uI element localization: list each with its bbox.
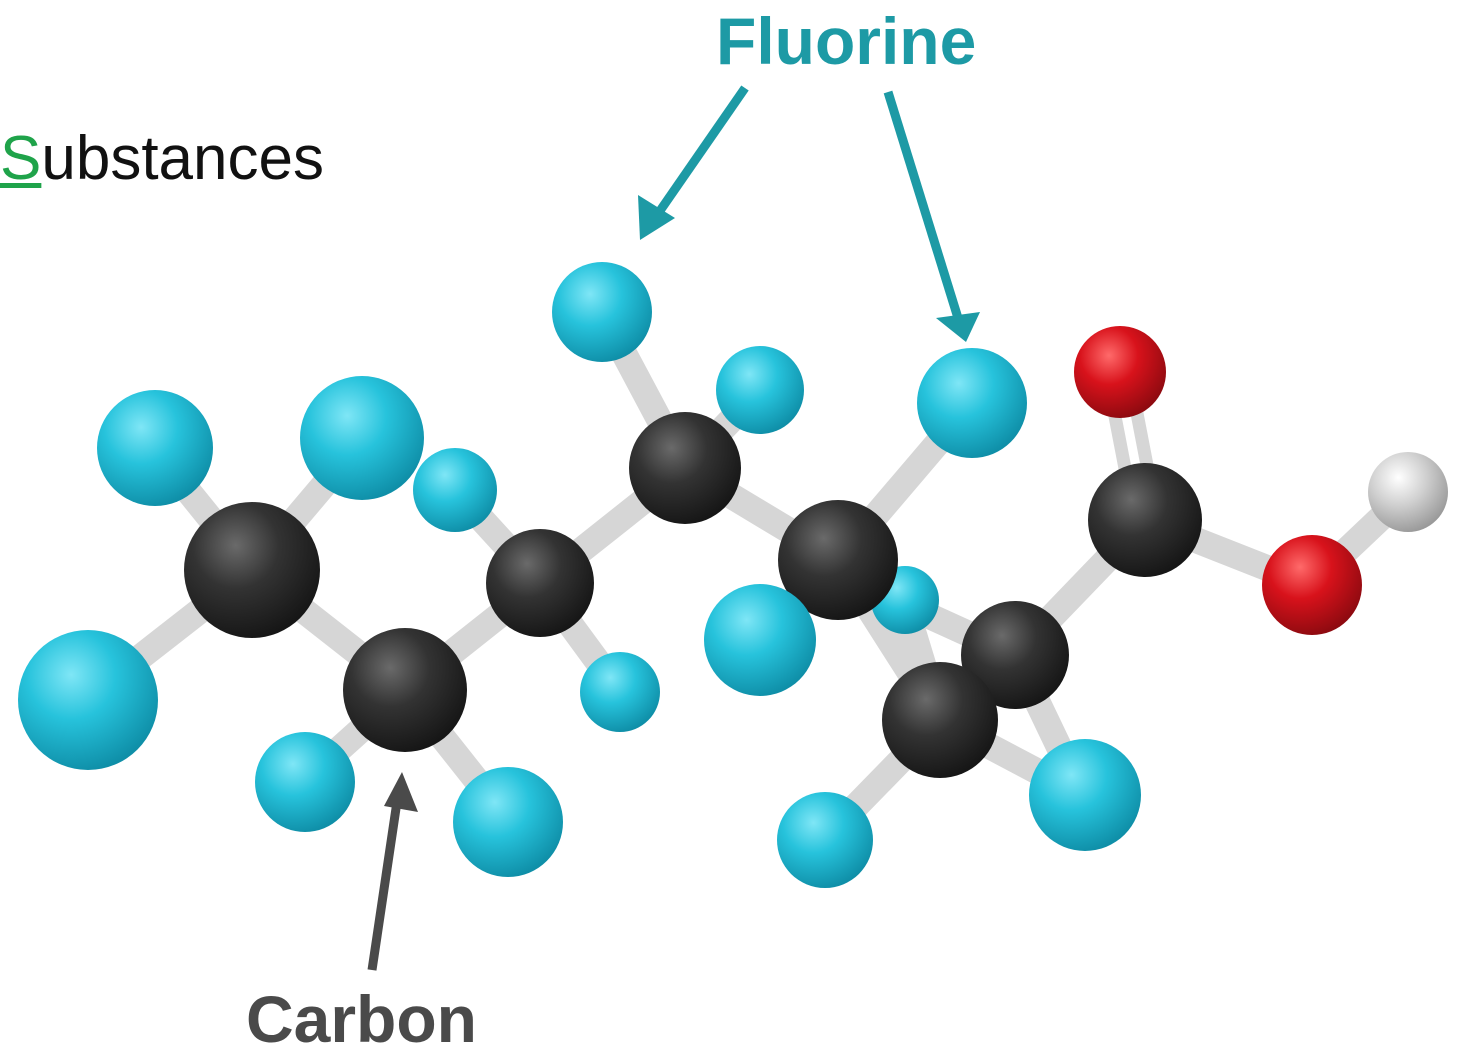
- oxygen-atom: [1074, 326, 1166, 418]
- fluorine-atom: [580, 652, 660, 732]
- fluorine-atom: [97, 390, 213, 506]
- arrow-icon: [883, 90, 963, 320]
- fluorine-atom: [255, 732, 355, 832]
- oxygen-atom: [1262, 535, 1362, 635]
- partial-word-substances: Substances: [0, 128, 324, 190]
- fluorine-label: Fluorine: [716, 4, 977, 78]
- fluorine-atom: [917, 348, 1027, 458]
- fluorine-atom: [716, 346, 804, 434]
- carbon-atom: [184, 502, 320, 638]
- carbon-arrow: [367, 772, 418, 971]
- partial-word-rest: ubstances: [41, 124, 324, 193]
- fluorine-atom: [704, 584, 816, 696]
- hydrogen-atom: [1368, 452, 1448, 532]
- arrow-icon: [367, 794, 403, 971]
- carbon-label: Carbon: [246, 982, 477, 1056]
- carbon-atom: [486, 529, 594, 637]
- arrow-icon: [651, 85, 749, 221]
- carbon-atom: [961, 601, 1069, 709]
- fluorine-atom: [300, 376, 424, 500]
- atoms: [18, 262, 1448, 888]
- carbon-atom: [343, 628, 467, 752]
- carbon-atom: [882, 662, 998, 778]
- fluorine-atom: [453, 767, 563, 877]
- fluorine-atom: [413, 448, 497, 532]
- fluorine-atom: [777, 792, 873, 888]
- partial-word-first-letter: S: [0, 124, 42, 193]
- carbon-atom: [1088, 463, 1202, 577]
- fluorine-arrows: [638, 85, 980, 342]
- carbon-atom: [629, 412, 741, 524]
- fluorine-atom: [1029, 739, 1141, 851]
- fluorine-atom: [18, 630, 158, 770]
- fluorine-atom: [552, 262, 652, 362]
- carbon-atom: [778, 500, 898, 620]
